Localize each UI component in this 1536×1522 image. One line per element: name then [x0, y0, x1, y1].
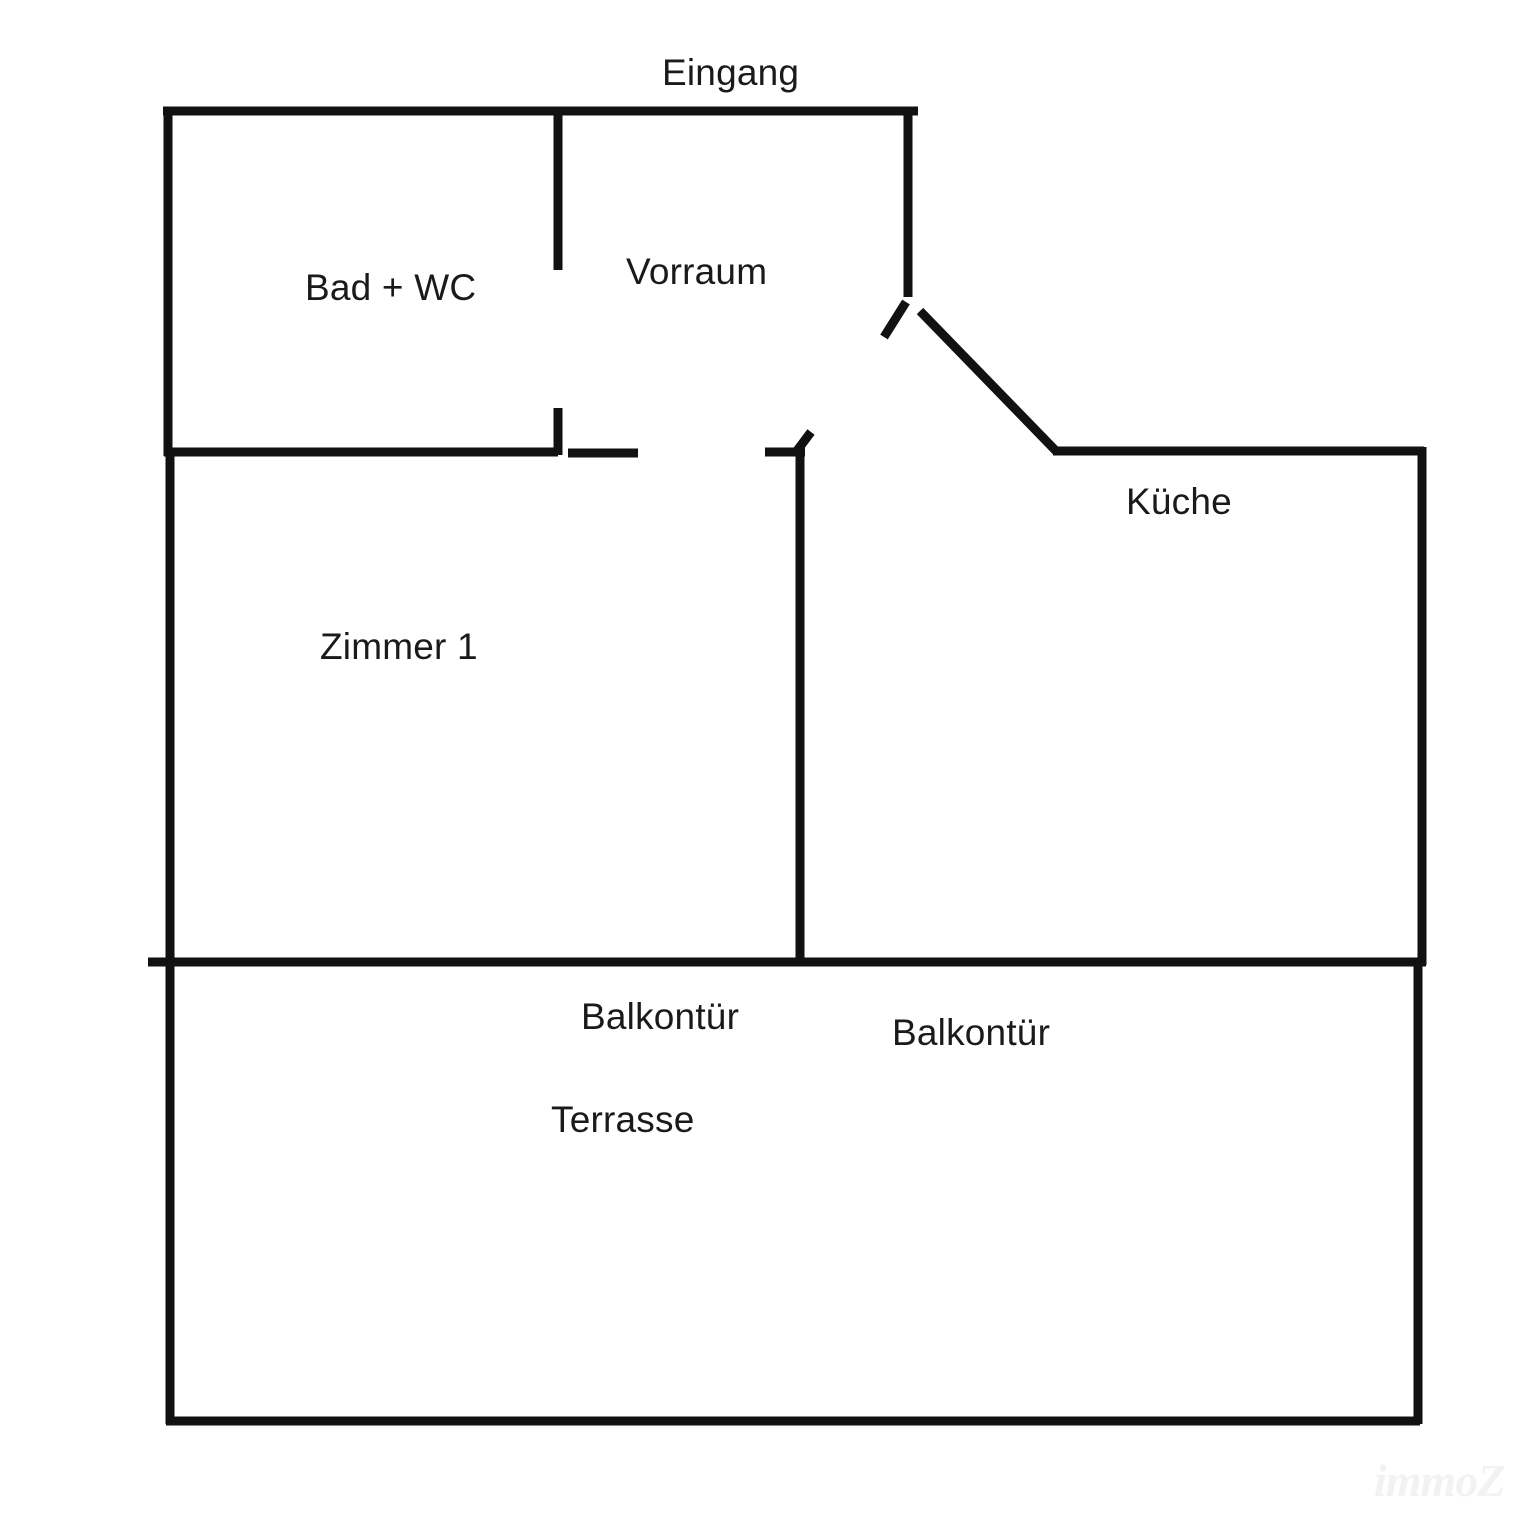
wall-vorraum-door-swing [880, 299, 910, 340]
room-label-bad-wc: Bad + WC [305, 267, 477, 308]
opening-label-balkontuer-2: Balkontür [892, 1012, 1051, 1053]
room-label-terrasse: Terrasse [551, 1099, 695, 1140]
watermark-immoz: immoZ [1374, 1455, 1505, 1506]
opening-label-eingang: Eingang [662, 52, 800, 93]
room-label-kueche: Küche [1126, 481, 1232, 522]
room-label-zimmer-1: Zimmer 1 [320, 626, 478, 667]
opening-label-balkontuer-1: Balkontür [581, 996, 740, 1037]
room-label-vorraum: Vorraum [626, 251, 768, 292]
wall-kueche-diagonal-wall [916, 307, 1061, 456]
